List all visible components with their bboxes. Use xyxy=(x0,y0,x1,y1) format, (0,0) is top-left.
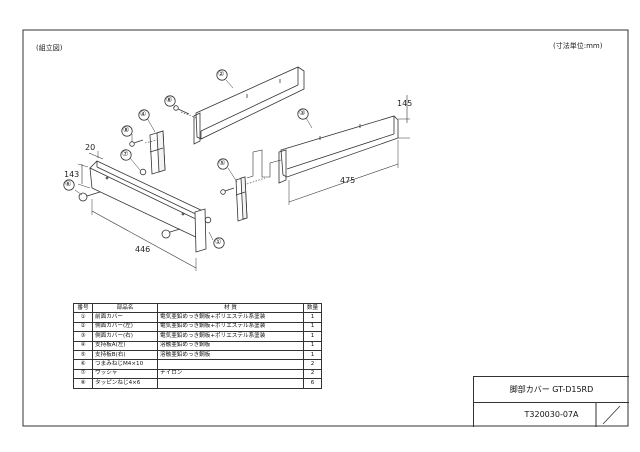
callout-circle xyxy=(297,108,309,120)
callout-circle xyxy=(121,125,133,137)
side-cover-left xyxy=(193,66,305,145)
header-number: 番号 xyxy=(73,302,93,314)
unit-label: (寸法単位:mm) xyxy=(553,42,603,50)
callout-4: ④ xyxy=(140,110,147,118)
header-part-name: 部品名 xyxy=(92,302,158,314)
row-part-name: 側面カバー(右) xyxy=(92,331,158,342)
callout-5: ⑤ xyxy=(219,159,226,167)
row-part-name: 支持板A(左) xyxy=(92,340,158,351)
assembly-label: (組立図) xyxy=(36,44,63,52)
callout-circle xyxy=(63,179,75,191)
parts-table-header: 番号 部品名 材 質 数量 xyxy=(73,302,322,314)
callout-6: ⑥ xyxy=(65,180,72,188)
row-part-name: 支持板B(右) xyxy=(92,349,158,361)
front-cover xyxy=(89,160,206,241)
row-quantity: 1 xyxy=(303,321,322,333)
tapping-screw xyxy=(220,187,235,195)
mounting-plate xyxy=(194,208,207,253)
row-part-name: つまみねじM4×10 xyxy=(92,359,158,370)
knob-screw xyxy=(78,191,101,202)
sheet-border xyxy=(22,29,629,427)
row-quantity: 1 xyxy=(303,331,322,342)
title-block-lines xyxy=(595,402,621,427)
callout-2: ② xyxy=(218,70,225,78)
callout-circle xyxy=(213,237,225,249)
row-material: 電気亜鉛めっき鋼板+ポリエステル系塗装 xyxy=(157,312,304,323)
callout-8: ⑧ xyxy=(123,126,130,134)
title-block: 脚部カバー GT-D15RD T320030-07A xyxy=(473,376,629,427)
row-quantity: 2 xyxy=(303,368,322,380)
callout-circle xyxy=(164,95,176,107)
support-plate-a xyxy=(149,130,166,175)
drawing-number-text: T320030-07A xyxy=(524,410,579,419)
callout-circle xyxy=(120,149,132,161)
row-material: 溶融亜鉛めっき鋼板 xyxy=(157,340,304,351)
washer xyxy=(204,216,212,224)
row-number: ① xyxy=(73,312,93,323)
row-material: 電気亜鉛めっき鋼板+ポリエステル系塗装 xyxy=(157,321,304,333)
row-part-name: ワッシャ xyxy=(92,368,158,380)
knob-screw xyxy=(161,228,181,239)
row-part-name: 前面カバー xyxy=(92,312,158,323)
dim-145: 145 xyxy=(397,99,413,108)
row-number: ③ xyxy=(73,331,93,342)
washer xyxy=(139,168,147,176)
tapping-screw xyxy=(173,105,190,115)
callout-3: ③ xyxy=(299,109,306,117)
row-number: ⑥ xyxy=(73,359,93,370)
header-quantity: 数量 xyxy=(303,302,322,314)
row-quantity: 6 xyxy=(303,378,322,389)
row-number: ② xyxy=(73,321,93,333)
row-part-name: 側面カバー(左) xyxy=(92,321,158,333)
row-quantity: 1 xyxy=(303,340,322,351)
side-cover-right xyxy=(278,115,399,184)
row-quantity: 1 xyxy=(303,349,322,361)
dim-475: 475 xyxy=(340,176,356,185)
row-material: 溶融亜鉛めっき鋼板 xyxy=(157,349,304,361)
callout-7: ⑦ xyxy=(122,150,129,158)
row-material xyxy=(157,378,304,389)
product-title: 脚部カバー GT-D15RD xyxy=(474,377,629,403)
dim-20: 20 xyxy=(85,143,96,152)
row-number: ⑧ xyxy=(73,378,93,389)
dim-143: 143 xyxy=(64,170,80,179)
row-material: ナイロン xyxy=(157,368,304,380)
row-quantity: 2 xyxy=(303,359,322,370)
row-material xyxy=(157,359,304,370)
dim-446: 446 xyxy=(135,245,151,254)
header-material: 材 質 xyxy=(157,302,304,314)
row-number: ⑤ xyxy=(73,349,93,361)
row-material: 電気亜鉛めっき鋼板+ポリエステル系塗装 xyxy=(157,331,304,342)
row-part-name: タッピンねじ4×6 xyxy=(92,378,158,389)
callout-circle xyxy=(217,158,229,170)
callout-8b: ⑧ xyxy=(166,96,173,104)
callout-circle xyxy=(138,109,150,121)
drawing-number: T320030-07A xyxy=(474,402,629,427)
callout-circle xyxy=(216,69,228,81)
row-number: ④ xyxy=(73,340,93,351)
support-plate-b xyxy=(235,176,248,222)
row-number: ⑦ xyxy=(73,368,93,380)
tapping-screw xyxy=(129,139,144,147)
callout-1: ① xyxy=(215,238,222,246)
row-quantity: 1 xyxy=(303,312,322,323)
